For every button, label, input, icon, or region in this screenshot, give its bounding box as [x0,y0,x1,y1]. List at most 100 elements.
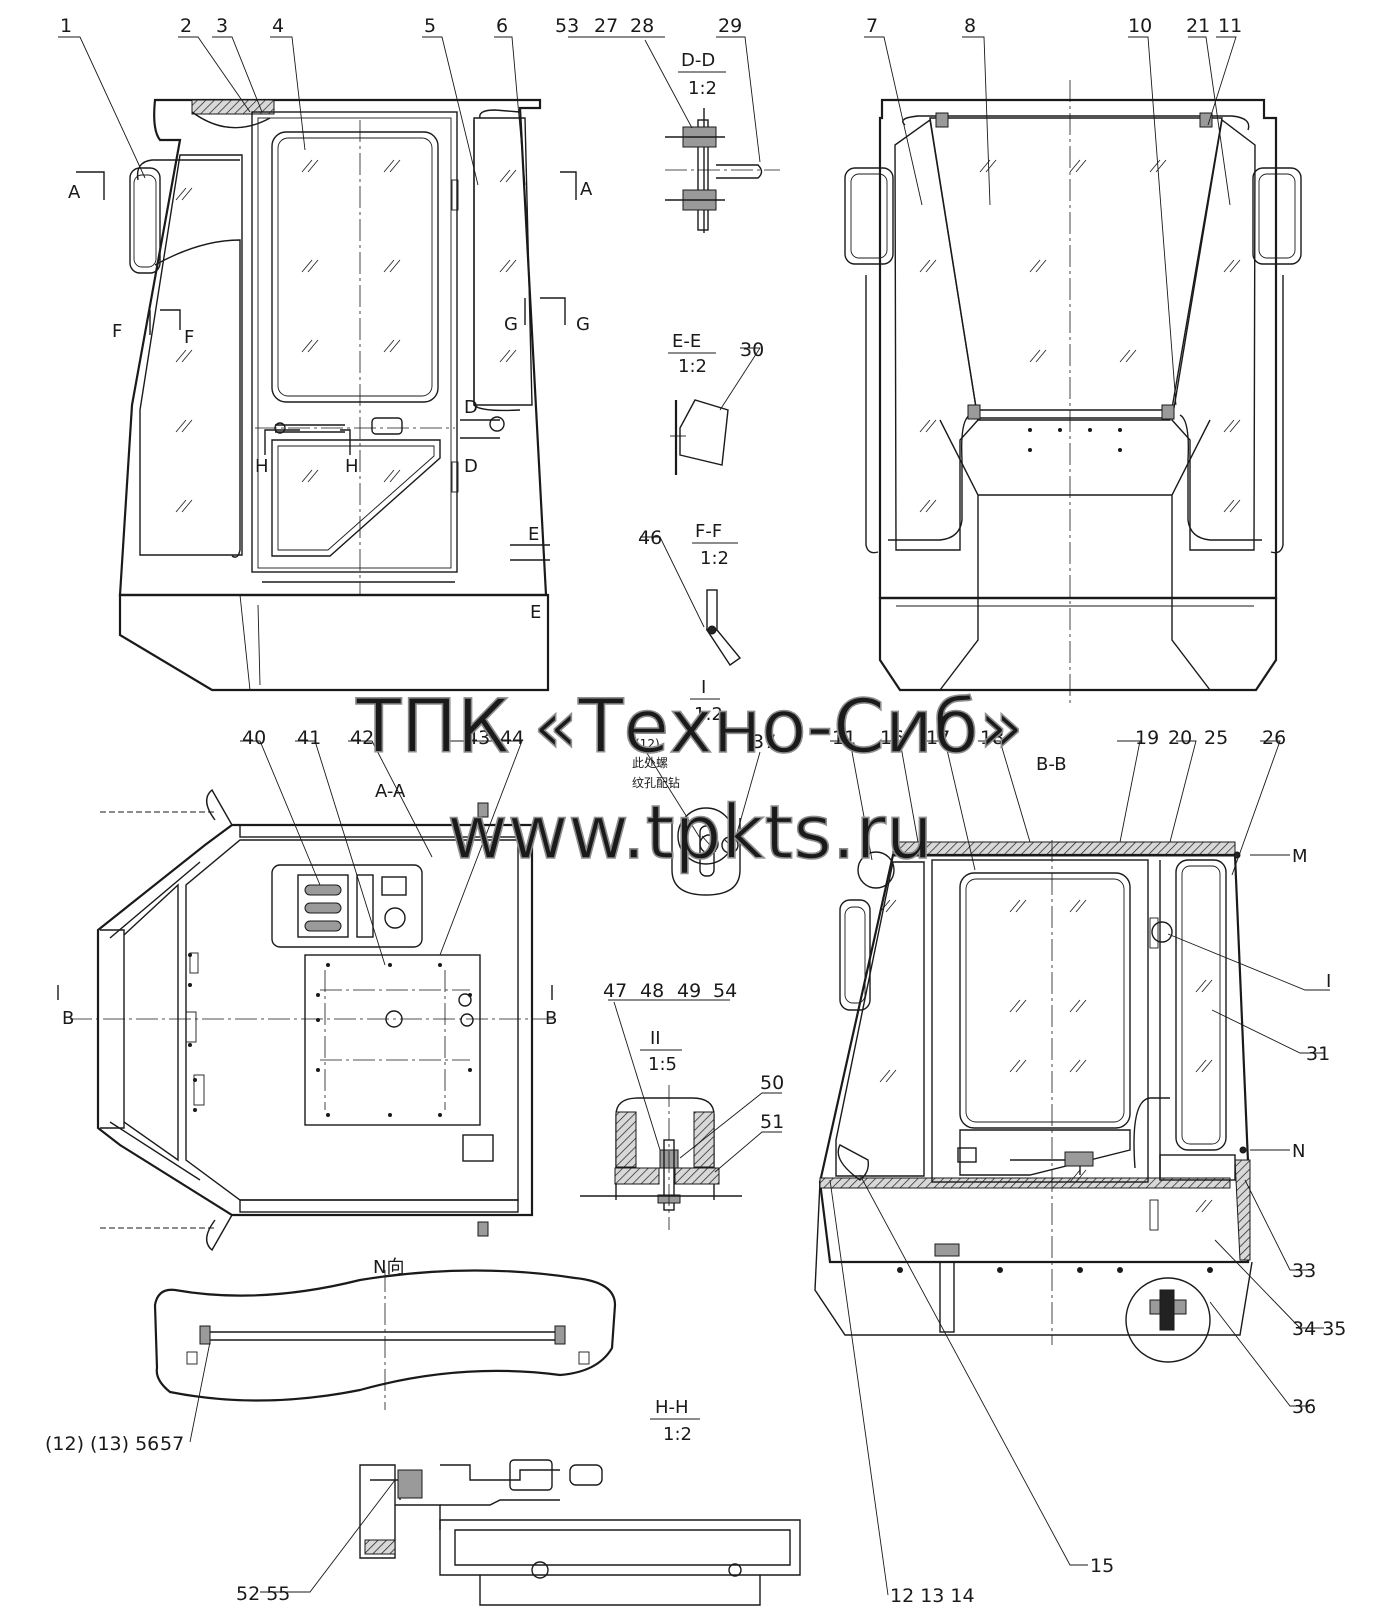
section-aa-plan [57,788,555,1252]
marker-a-right: A [580,179,593,200]
callout-19: 19 [1135,727,1159,749]
section-dd [568,36,780,233]
section-titles: D-D 1:2 E-E 1:2 F-F 1:2 I 1:2 II 1:5 H-H… [373,50,1067,1445]
callout-46: 46 [638,527,662,549]
marker-d-bottom: D [464,456,478,477]
callout-57: 57 [160,1433,184,1455]
callout-31: 31 [1306,1043,1330,1065]
callout-42: 42 [350,727,374,749]
watermark-url: www.tpkts.ru [447,790,933,876]
watermark-company: ТПК «Техно-Сиб» [355,684,1024,770]
section-bb [814,840,1290,1363]
callout-51: 51 [760,1111,784,1133]
watermark: ТПК «Техно-Сиб» www.tpkts.ru [354,683,1024,877]
callout-49: 49 [677,980,701,1002]
side-view-leaders [58,36,526,186]
marker-h-left: H [255,456,269,477]
callout-52-55: 52 55 [236,1583,290,1605]
section-aa-leaders [240,740,523,966]
callout-21: 21 [1186,15,1210,37]
i-scale: 1:2 [694,704,723,725]
ii-scale: 1:5 [648,1054,677,1075]
marker-g-right: G [576,314,590,335]
note-line-2: 纹孔配钻 [632,775,680,790]
ee-scale: 1:2 [678,356,707,377]
callout-34-35: 34 35 [1292,1318,1346,1340]
callout-53: 53 [555,15,579,37]
callout-27: 27 [594,15,618,37]
callout-12-paren: (12) [635,737,660,751]
marker-h-right: H [345,456,359,477]
callout-3: 3 [216,15,228,37]
callout-1: 1 [60,15,72,37]
section-ee [670,347,761,475]
n-view-title: N向 [373,1257,404,1278]
marker-letters: A A F F G G D D H H E E B B [62,179,593,1029]
callout-47: 47 [603,980,627,1002]
marker-f-left: F [112,321,122,342]
detail-I-note: 此处螺 纹孔配钻 [632,756,680,790]
callout-5: 5 [424,15,436,37]
ff-title: F-F [695,521,722,542]
marker-f-right: F [184,327,194,348]
dd-title: D-D [681,50,715,71]
callout-44: 44 [500,727,524,749]
marker-b-right: B [545,1008,557,1029]
callout-N: N [1292,1141,1305,1162]
hh-title: H-H [655,1397,689,1418]
marker-e-top: E [528,524,539,545]
callout-50: 50 [760,1072,784,1094]
callout-4: 4 [272,15,284,37]
callout-15: 15 [1090,1555,1114,1577]
marker-e-bottom: E [530,602,541,623]
ff-scale: 1:2 [700,548,729,569]
detail-II [580,999,782,1230]
side-view [76,98,577,692]
callout-17: 17 [926,727,950,749]
callout-11: 11 [1218,15,1242,37]
callout-36: 36 [1292,1396,1316,1418]
callout-8: 8 [964,15,976,37]
callout-7: 7 [866,15,878,37]
detail-I [644,749,761,896]
callout-41: 41 [297,727,321,749]
callout-16: 16 [880,727,904,749]
marker-d-top: D [464,397,478,418]
callout-26: 26 [1262,727,1286,749]
callout-12-13-56: (12) (13) 56 [45,1433,159,1455]
callout-10: 10 [1128,15,1152,37]
front-view-leaders [864,36,1237,406]
callout-43: 43 [466,727,490,749]
callout-roman-I: I [1326,971,1331,992]
marker-a-left: A [68,182,81,203]
aa-title: A-A [375,781,406,802]
callout-54: 54 [713,980,737,1002]
marker-b-left: B [62,1008,74,1029]
bb-title: B-B [1036,754,1067,775]
callout-37: 37 [752,731,776,753]
callout-28: 28 [630,15,654,37]
callout-30: 30 [740,339,764,361]
callout-18: 18 [980,727,1004,749]
callout-2: 2 [180,15,192,37]
section-hh [260,1459,801,1606]
dd-scale: 1:2 [688,78,717,99]
front-view [844,80,1302,705]
callout-48: 48 [640,980,664,1002]
section-bb-leaders [829,740,1330,1596]
hh-scale: 1:2 [663,1424,692,1445]
callout-20: 20 [1168,727,1192,749]
callout-33: 33 [1292,1260,1316,1282]
section-ff [640,536,742,666]
callout-11-bb: 11 [832,727,856,749]
callout-labels: 1 2 3 4 5 6 53 27 28 29 7 8 10 21 11 30 … [45,15,1346,1607]
callout-29: 29 [718,15,742,37]
marker-g-left: G [504,314,518,335]
ee-title: E-E [672,331,701,352]
callout-6: 6 [496,15,508,37]
n-view [153,1269,617,1443]
ii-title: II [650,1028,661,1049]
note-line-1: 此处螺 [632,756,668,770]
i-title: I [701,677,706,698]
